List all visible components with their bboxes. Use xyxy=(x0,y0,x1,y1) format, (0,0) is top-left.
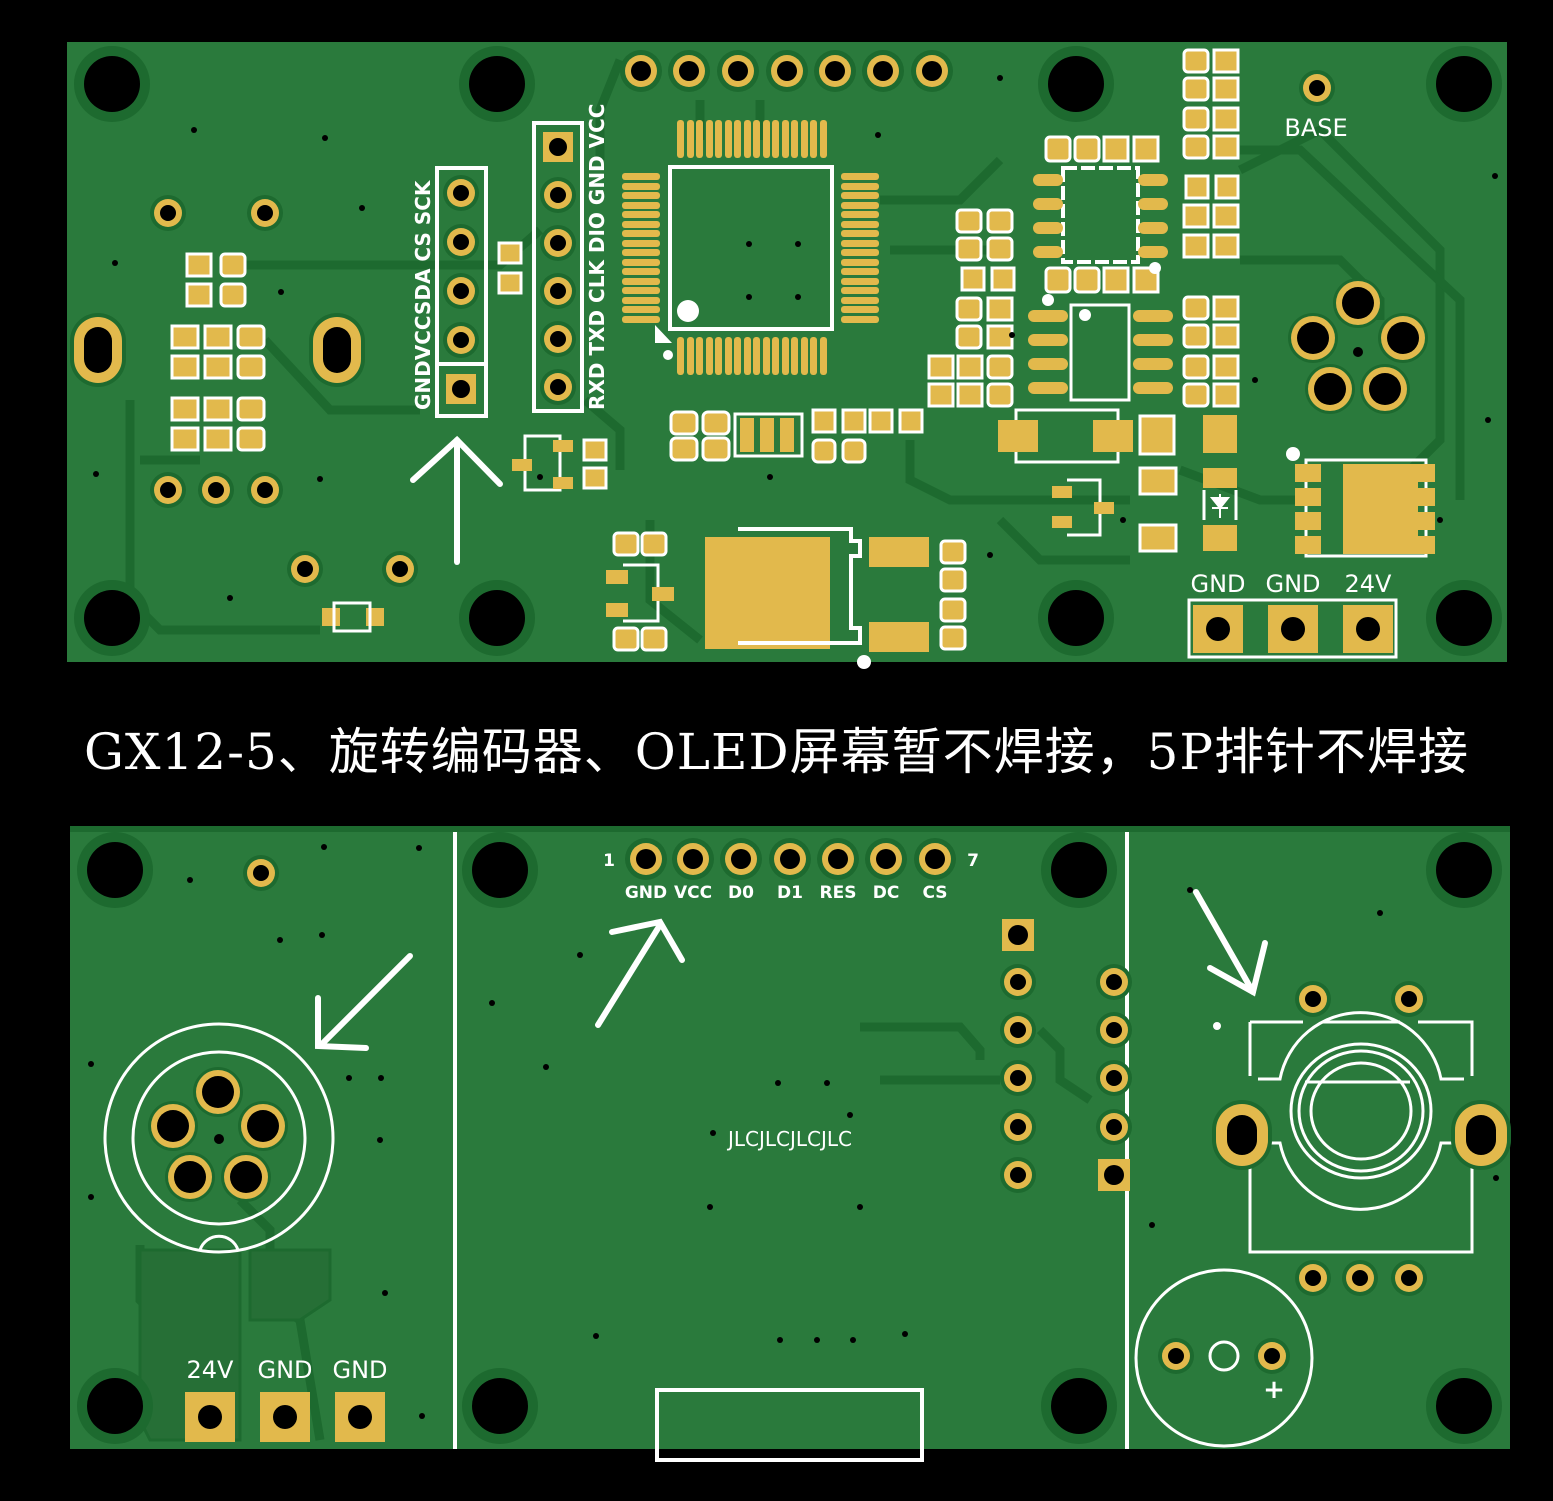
header-6p-bottom xyxy=(1000,919,1036,1193)
mounting-hole xyxy=(1426,46,1502,122)
top-board: GNDVCCSDA CS SCK RXD TXD CLK DIO GND VCC xyxy=(67,42,1507,669)
oled-pin-label: DC xyxy=(873,883,900,903)
power-label-bottom-1: 24V xyxy=(187,1356,235,1384)
mounting-hole xyxy=(462,832,538,908)
mcu-qfp xyxy=(622,120,879,375)
jlc-order-mark: JLCJLCJLCJLC xyxy=(726,1127,852,1151)
mounting-hole xyxy=(77,1368,153,1444)
up-arrow-annotation xyxy=(410,435,503,565)
mounting-hole xyxy=(74,580,150,656)
resistor-array xyxy=(733,412,804,458)
oled-pin-label: RES xyxy=(820,883,857,903)
soic-upper xyxy=(1033,166,1168,274)
mounting-hole xyxy=(1041,1368,1117,1444)
power-ic-dfn xyxy=(1286,447,1435,558)
mounting-hole xyxy=(1426,832,1502,908)
bottom-board: 24V GND GND 1 7 GND VCC D0 D1 RES DC CS … xyxy=(70,826,1511,1462)
smd-column-inductor xyxy=(612,531,967,652)
oled-pin-label: D1 xyxy=(777,883,803,903)
mounting-hole xyxy=(1038,46,1114,122)
oled-pin-label: CS xyxy=(922,883,947,903)
oled-pin-start-label: 1 xyxy=(603,851,615,871)
smd-cluster-left xyxy=(170,252,266,452)
mounting-hole xyxy=(77,832,153,908)
vias xyxy=(93,75,1498,601)
mounting-hole xyxy=(459,46,535,122)
polarity-plus-mark: + xyxy=(1263,1375,1285,1405)
power-connector-top xyxy=(1187,598,1398,659)
vias xyxy=(88,844,1499,1419)
encoder-slot-left xyxy=(70,313,126,387)
mounting-hole xyxy=(1041,832,1117,908)
oled-pin-end-label: 7 xyxy=(967,851,979,871)
power-label-bottom-2: GND xyxy=(257,1356,312,1384)
smd-pair xyxy=(497,241,523,295)
power-connector-bottom xyxy=(185,1392,385,1442)
mounting-hole xyxy=(74,46,150,122)
soic-lower xyxy=(1028,294,1173,402)
sot23-inductor xyxy=(606,563,674,623)
diode-small xyxy=(322,601,384,633)
oled-pin-label: GND xyxy=(625,883,667,903)
power-label-top-2: GND xyxy=(1265,570,1320,598)
instruction-caption: GX12-5、旋转编码器、OLED屏幕暂不焊接，5P排针不焊接 xyxy=(83,723,1470,781)
power-label-top-3: 24V xyxy=(1345,570,1393,598)
oled-pin-label: VCC xyxy=(674,883,712,903)
header-5p xyxy=(435,166,488,418)
sot23-left xyxy=(512,434,608,492)
inductor xyxy=(705,527,929,669)
mounting-hole xyxy=(462,1368,538,1444)
mounting-hole xyxy=(459,580,535,656)
header-5p-bottom xyxy=(1096,964,1132,1191)
base-label: BASE xyxy=(1284,114,1347,142)
power-label-top-1: GND xyxy=(1190,570,1245,598)
header-6p-label: RXD TXD CLK DIO GND VCC xyxy=(585,104,609,410)
gx12-pins-top xyxy=(1288,278,1428,414)
encoder-slot-right xyxy=(309,313,365,387)
rotary-encoder xyxy=(1212,981,1511,1296)
sot23 xyxy=(1052,478,1114,537)
mounting-hole xyxy=(1426,580,1502,656)
mounting-hole xyxy=(1038,580,1114,656)
arrow-annotations xyxy=(315,889,1268,1051)
buzzer xyxy=(1134,1268,1314,1448)
smd-cluster-middle xyxy=(669,135,1160,464)
header-5p-label: GNDVCCSDA CS SCK xyxy=(411,179,435,410)
gx12-connector xyxy=(103,1022,335,1254)
header-6p xyxy=(532,121,584,413)
power-label-bottom-3: GND xyxy=(332,1356,387,1384)
mounting-hole xyxy=(1426,1368,1502,1444)
oled-pin-label: D0 xyxy=(728,883,754,903)
led-diode xyxy=(1202,415,1238,551)
smd-cluster-right xyxy=(1182,48,1240,408)
oled-outline xyxy=(655,1388,924,1462)
power-diode xyxy=(998,408,1178,553)
